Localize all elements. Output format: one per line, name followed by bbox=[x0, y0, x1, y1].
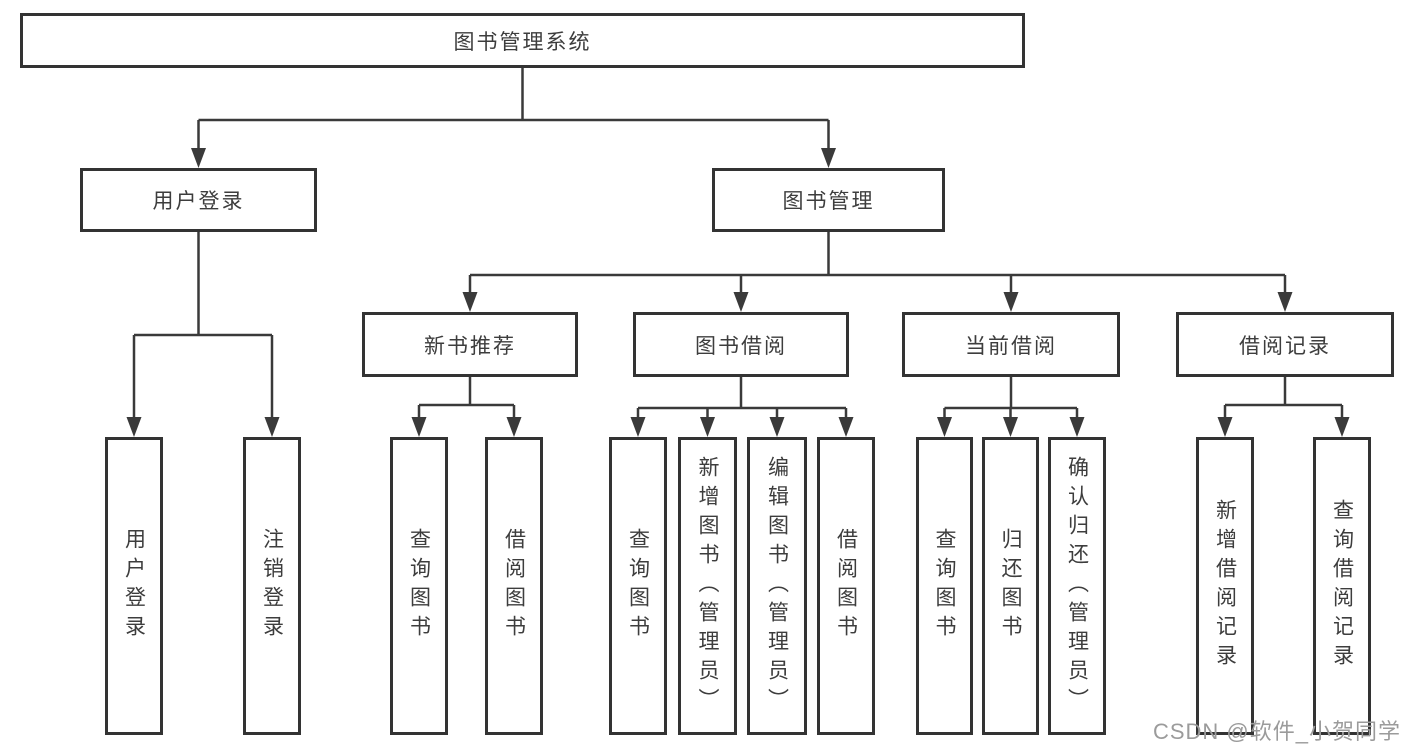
leaf-label: 借阅图书 bbox=[502, 528, 526, 644]
leaf-add-book-admin: 新增图书（管理员） bbox=[678, 437, 737, 735]
leaf-add-borrow-record: 新增借阅记录 bbox=[1196, 437, 1254, 735]
node-label: 图书管理系统 bbox=[453, 30, 592, 54]
leaf-label: 借阅图书 bbox=[834, 528, 858, 644]
node-current-borrowing: 当前借阅 bbox=[902, 312, 1120, 377]
leaf-label: 查询图书 bbox=[626, 528, 650, 644]
node-borrowing-records: 借阅记录 bbox=[1176, 312, 1394, 377]
node-new-book-recommendation: 新书推荐 bbox=[362, 312, 578, 377]
node-label: 借阅记录 bbox=[1239, 334, 1331, 358]
leaf-borrow-books-borrowing: 借阅图书 bbox=[817, 437, 875, 735]
node-library-management-system: 图书管理系统 bbox=[20, 13, 1025, 68]
node-label: 新书推荐 bbox=[424, 334, 516, 358]
leaf-label: 查询图书 bbox=[933, 528, 956, 644]
leaf-borrow-books-recommend: 借阅图书 bbox=[485, 437, 543, 735]
leaf-confirm-return-admin: 确认归还（管理员） bbox=[1048, 437, 1106, 735]
leaf-query-books-current: 查询图书 bbox=[916, 437, 973, 735]
node-user-login: 用户登录 bbox=[80, 168, 317, 232]
node-label: 图书管理 bbox=[782, 190, 875, 213]
leaf-edit-book-admin: 编辑图书（管理员） bbox=[747, 437, 807, 735]
node-label: 用户登录 bbox=[152, 190, 245, 213]
leaf-label: 注销登录 bbox=[260, 528, 284, 644]
leaf-label: 确认归还（管理员） bbox=[1065, 455, 1089, 717]
node-book-borrowing: 图书借阅 bbox=[633, 312, 849, 377]
node-book-management: 图书管理 bbox=[712, 168, 945, 232]
leaf-query-books-borrowing: 查询图书 bbox=[609, 437, 667, 735]
node-label: 图书借阅 bbox=[695, 334, 787, 358]
leaf-label: 新增借阅记录 bbox=[1213, 499, 1237, 673]
leaf-label: 查询借阅记录 bbox=[1330, 499, 1354, 673]
csdn-watermark: CSDN @软件_小贺同学 bbox=[1152, 719, 1401, 744]
leaf-label: 归还图书 bbox=[999, 528, 1022, 644]
leaf-query-books-recommend: 查询图书 bbox=[390, 437, 448, 735]
node-label: 当前借阅 bbox=[965, 334, 1057, 358]
leaf-label: 新增图书（管理员） bbox=[696, 455, 719, 717]
leaf-logout: 注销登录 bbox=[243, 437, 301, 735]
leaf-query-borrow-record: 查询借阅记录 bbox=[1313, 437, 1371, 735]
leaf-return-books: 归还图书 bbox=[982, 437, 1039, 735]
leaf-label: 编辑图书（管理员） bbox=[765, 455, 789, 717]
leaf-user-login: 用户登录 bbox=[105, 437, 163, 735]
leaf-label: 查询图书 bbox=[407, 528, 431, 644]
leaf-label: 用户登录 bbox=[122, 528, 146, 644]
